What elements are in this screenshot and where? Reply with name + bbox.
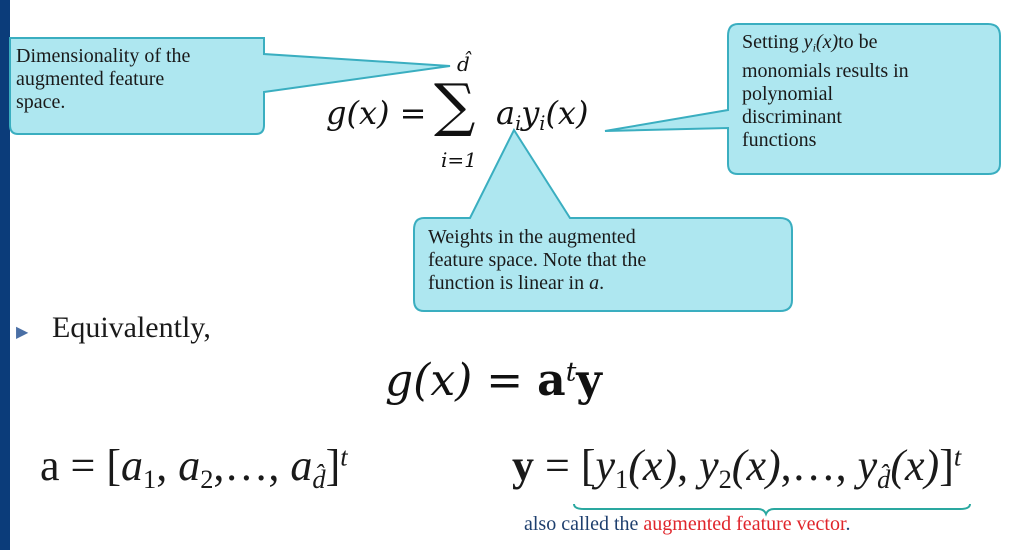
callout-bottom-line-2: feature space. Note that the	[428, 249, 647, 271]
sum-symbol: ∑	[434, 71, 476, 139]
left-accent-bar	[0, 0, 10, 550]
sum-upper-limit: d̂	[457, 52, 470, 76]
formula-equiv: g(x) = aty	[385, 355, 602, 406]
callout-bottom-line-3: function is linear in a.	[428, 272, 605, 294]
callout-right-shape	[604, 23, 1001, 175]
callout-left-shape	[9, 37, 451, 135]
callout-left-line-3: space.	[16, 91, 66, 113]
formula-sum-lhs: g(x) =	[326, 94, 427, 132]
callout-bottom-line-1: Weights in the augmented	[428, 226, 636, 248]
underbrace	[573, 503, 971, 517]
callout-right-line-1: Setting yi(x)to be	[742, 31, 878, 55]
sum-term: aiyi(x)	[496, 94, 589, 135]
sum-lower-limit: i=1	[441, 148, 477, 172]
bullet-arrow-icon: ▶	[16, 322, 29, 341]
callout-left-text: Dimensionality of the augmented feature …	[16, 45, 190, 114]
callout-bottom-text: Weights in the augmented feature space. …	[428, 226, 646, 295]
note-highlight: augmented feature vector	[643, 513, 846, 535]
bullet-text: Equivalently,	[52, 311, 211, 344]
callout-right-line-4: discriminant	[742, 105, 842, 128]
callout-right-text: Setting yi(x)to be monomials results in …	[742, 31, 909, 152]
callout-bottom-shape	[413, 127, 793, 312]
formula-y-vector: y = [y1(x), y2(x),…, yd̂(x)]t	[512, 441, 962, 494]
callout-right-line-2: monomials results in	[742, 59, 909, 82]
augmented-vector-note: also called the augmented feature vector…	[524, 513, 851, 535]
callout-right-line-5: functions	[742, 128, 817, 151]
callout-right-line-3: polynomial	[742, 82, 834, 105]
callout-left-line-1: Dimensionality of the	[16, 45, 191, 67]
callout-left-line-2: augmented feature	[16, 68, 165, 90]
formula-a-vector: a = [a1, a2,…, ad̂]t	[40, 441, 348, 494]
